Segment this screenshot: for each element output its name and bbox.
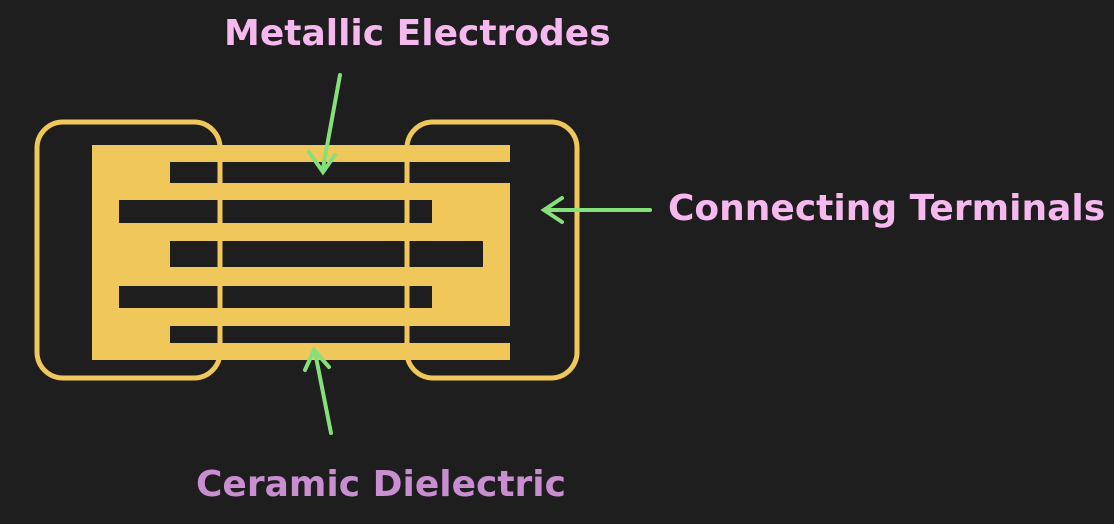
ceramic-dielectric-label: Ceramic Dielectric xyxy=(196,464,566,505)
right-electrode-comb xyxy=(170,183,510,326)
connecting-terminals-label: Connecting Terminals xyxy=(668,188,1106,229)
arrow-icon xyxy=(307,73,342,176)
right-terminal xyxy=(404,119,580,381)
metallic-electrodes-label: Metallic Electrodes xyxy=(224,13,611,54)
arrow-icon xyxy=(303,346,333,435)
left-terminal xyxy=(34,119,223,381)
arrow-icon xyxy=(540,196,652,224)
left-electrode-comb xyxy=(92,145,510,360)
